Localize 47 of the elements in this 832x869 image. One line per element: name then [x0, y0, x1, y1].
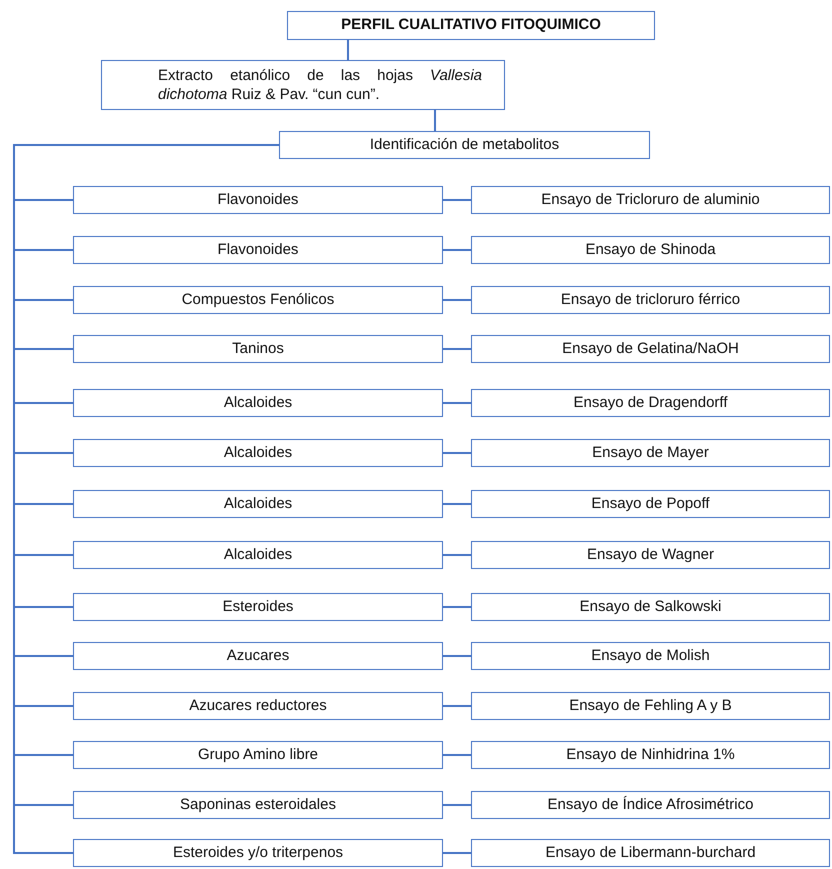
connector-line [434, 110, 436, 131]
process-box: Ensayo de Shinoda [471, 236, 830, 264]
process-box: Ensayo de Ninhidrina 1% [471, 741, 830, 769]
connector-line [443, 705, 471, 707]
process-box: Ensayo de Gelatina/NaOH [471, 335, 830, 363]
process-box: Compuestos Fenólicos [73, 286, 443, 314]
connector-line [443, 348, 471, 350]
connector-line [443, 249, 471, 251]
process-box: Identificación de metabolitos [279, 131, 650, 159]
connector-line [443, 299, 471, 301]
process-box: Alcaloides [73, 541, 443, 569]
process-box: Saponinas esteroidales [73, 791, 443, 819]
connector-line [443, 554, 471, 556]
connector-line [443, 452, 471, 454]
process-box: Alcaloides [73, 389, 443, 417]
process-box: Ensayo de Molish [471, 642, 830, 670]
process-box: Ensayo de Popoff [471, 490, 830, 518]
process-box: Flavonoides [73, 186, 443, 214]
connector-line [443, 606, 471, 608]
process-box: Ensayo de Salkowski [471, 593, 830, 621]
process-box: Alcaloides [73, 439, 443, 467]
connector-line [443, 655, 471, 657]
process-box: Ensayo de Fehling A y B [471, 692, 830, 720]
connector-line [443, 754, 471, 756]
connector-line [443, 199, 471, 201]
process-box: Alcaloides [73, 490, 443, 518]
process-box: Flavonoides [73, 236, 443, 264]
connector-line [443, 804, 471, 806]
process-box: Grupo Amino libre [73, 741, 443, 769]
process-box: Taninos [73, 335, 443, 363]
process-box: Ensayo de Libermann-burchard [471, 839, 830, 867]
process-box: Esteroides [73, 593, 443, 621]
process-box: Azucares reductores [73, 692, 443, 720]
process-box: Extracto etanólico de las hojas Vallesia dichotoma Ruiz & Pav. “cun cun”. [101, 60, 505, 110]
process-box: Ensayo de Dragendorff [471, 389, 830, 417]
process-box: Ensayo de tricloruro férrico [471, 286, 830, 314]
connector-line [443, 402, 471, 404]
process-box: Esteroides y/o triterpenos [73, 839, 443, 867]
connector-line [443, 503, 471, 505]
process-box: Ensayo de Mayer [471, 439, 830, 467]
connector-line [347, 40, 349, 60]
process-box: Ensayo de Wagner [471, 541, 830, 569]
connector-line [443, 852, 471, 854]
process-box: Ensayo de Índice Afrosimétrico [471, 791, 830, 819]
process-box: Azucares [73, 642, 443, 670]
process-box: Ensayo de Tricloruro de aluminio [471, 186, 830, 214]
title-box: PERFIL CUALITATIVO FITOQUIMICO [287, 11, 655, 40]
